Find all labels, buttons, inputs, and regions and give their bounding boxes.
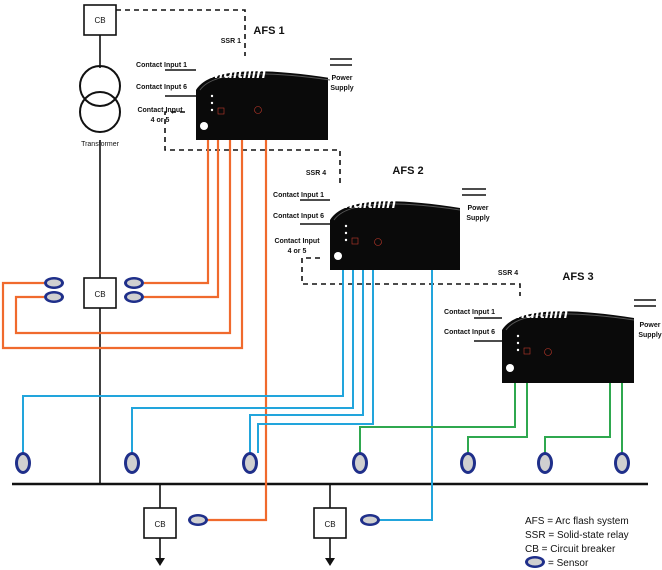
sensor-lower-right-cb <box>360 514 380 526</box>
transformer-label: Transformer <box>81 141 120 148</box>
afs3-ssr-label: SSR 4 <box>498 270 518 277</box>
lower-left-cb: CB <box>143 507 177 539</box>
sensor-bus-6 <box>537 452 553 474</box>
afs1-power-line1: Power <box>331 75 352 82</box>
afs2-title: AFS 2 <box>392 165 423 177</box>
sensor-bus-1 <box>15 452 31 474</box>
sensor-bus-4 <box>352 452 368 474</box>
afs2-brand: Multilin <box>340 195 396 212</box>
sensor-bus-3 <box>242 452 258 474</box>
afs2-contact-input-6: Contact Input 6 <box>273 213 324 220</box>
afs2-unit: AFS 2 SSR 4 Multilin Contact Input 1 Con… <box>273 165 490 270</box>
sensor-lower-left-cb <box>188 514 208 526</box>
afs2-to-afs3-dashed <box>301 257 521 296</box>
green-fiber-3 <box>544 383 611 453</box>
middle-cb: CB <box>83 277 117 309</box>
green-fiber-1 <box>359 383 516 453</box>
lower-left-arrow <box>155 558 165 566</box>
blue-fiber-2 <box>131 270 354 453</box>
afs1-contact-input-45-line1: Contact Input <box>137 107 183 114</box>
afs3-contact-input-6: Contact Input 6 <box>444 329 495 336</box>
orange-fiber-1 <box>144 140 210 285</box>
sensor-mcb-right-1 <box>124 277 144 289</box>
blue-fiber-1 <box>22 270 344 453</box>
legend: AFS = Arc flash system SSR = Solid-state… <box>525 516 629 569</box>
top-cb: CB <box>83 4 117 36</box>
afs2-contact-input-45-line1: Contact Input <box>274 238 320 245</box>
afs2-contact-input-1: Contact Input 1 <box>273 192 324 199</box>
legend-ssr: SSR = Solid-state relay <box>525 530 629 541</box>
blue-fiber-3 <box>249 270 364 453</box>
afs2-ssr-label: SSR 4 <box>306 170 326 177</box>
blue-fiber-5 <box>378 270 433 521</box>
afs3-power-line2: Supply <box>638 332 661 339</box>
sensor-bus-2 <box>124 452 140 474</box>
orange-fiber-3 <box>14 140 232 335</box>
ssr1-dashed-line <box>116 9 246 56</box>
afs1-contact-input-6: Contact Input 6 <box>136 84 187 91</box>
legend-cb: CB = Circuit breaker <box>525 544 616 555</box>
sensor-mcb-left-2 <box>44 291 64 303</box>
blue-fiber-4 <box>257 270 374 453</box>
sensor-mcb-left-1 <box>44 277 64 289</box>
afs3-power-line1: Power <box>639 322 660 329</box>
sensor-mcb-right-2 <box>124 291 144 303</box>
afs2-power-line1: Power <box>467 205 488 212</box>
afs1-contact-input-45-line2: 4 or 5 <box>151 117 170 124</box>
afs3-brand: Multilin <box>512 305 568 322</box>
middle-cb-label: CB <box>94 290 105 299</box>
afs1-title: AFS 1 <box>253 25 284 37</box>
afs3-title: AFS 3 <box>562 271 593 283</box>
orange-fiber-5 <box>200 140 268 522</box>
legend-sensor-icon <box>525 556 545 568</box>
orange-fiber-4 <box>1 140 244 350</box>
legend-afs: AFS = Arc flash system <box>525 516 629 527</box>
green-fiber-2 <box>467 383 528 453</box>
afs1-contact-input-1: Contact Input 1 <box>136 62 187 69</box>
afs1-ssr-label: SSR 1 <box>221 38 241 45</box>
sensor-bus-5 <box>460 452 476 474</box>
afs3-contact-input-1: Contact Input 1 <box>444 309 495 316</box>
afs1-unit: AFS 1 SSR 1 Multilin Contact Input 1 Con… <box>136 25 354 140</box>
afs2-power-line2: Supply <box>466 215 489 222</box>
afs1-power-line2: Supply <box>330 85 353 92</box>
lower-right-cb: CB <box>313 507 347 539</box>
sensor-bus-7 <box>614 452 630 474</box>
orange-fiber-2 <box>144 140 220 299</box>
afs3-unit: AFS 3 SSR 4 Multilin Contact Input 1 Con… <box>444 270 662 383</box>
afs1-to-afs2-dashed <box>164 111 341 185</box>
lower-left-cb-label: CB <box>154 520 165 529</box>
lower-right-arrow <box>325 558 335 566</box>
lower-right-cb-label: CB <box>324 520 335 529</box>
afs2-contact-input-45-line2: 4 or 5 <box>288 248 307 255</box>
transformer <box>79 65 121 133</box>
afs1-brand: Multilin <box>210 65 266 82</box>
top-cb-label: CB <box>94 16 105 25</box>
legend-sensor: = Sensor <box>548 558 589 569</box>
